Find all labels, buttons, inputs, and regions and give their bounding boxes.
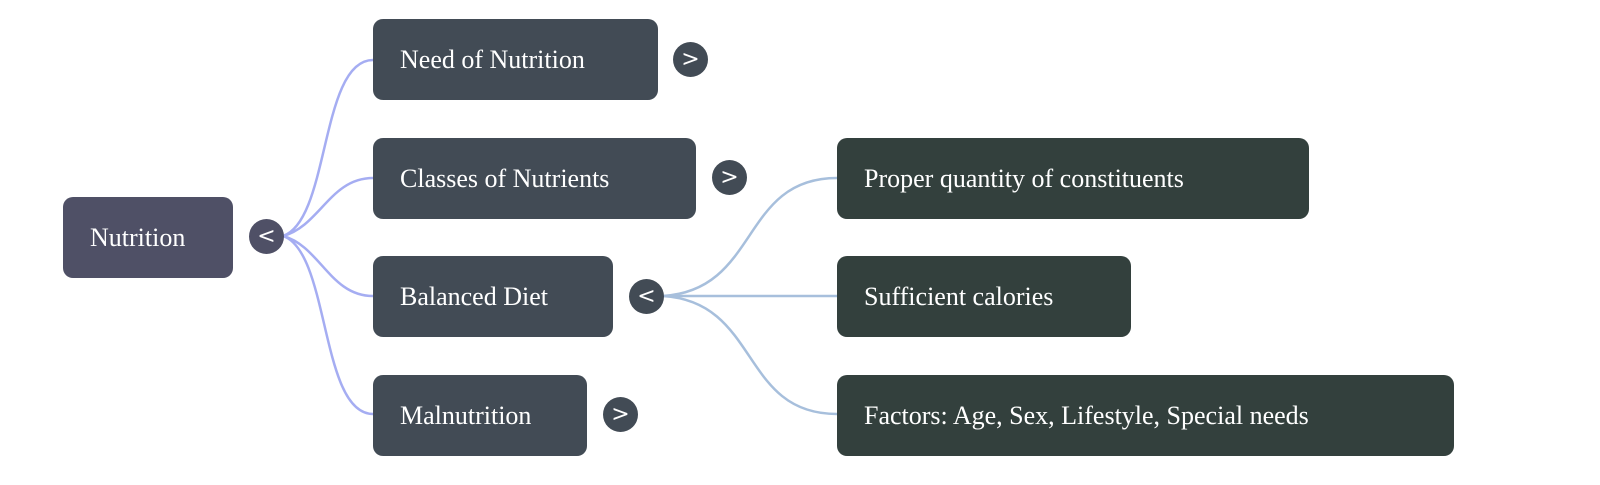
node-need-of-nutrition[interactable]: Need of Nutrition xyxy=(373,19,658,100)
edge-malnutrition xyxy=(282,234,374,416)
node-sufficient-calories[interactable]: Sufficient calories xyxy=(837,256,1131,337)
node-label: Sufficient calories xyxy=(864,281,1054,311)
expand-toggle-icon[interactable]: > xyxy=(712,160,747,195)
collapse-toggle-icon[interactable]: < xyxy=(249,219,284,254)
expand-toggle-icon[interactable]: > xyxy=(603,397,638,432)
node-label: Balanced Diet xyxy=(400,281,548,311)
edge-balanced-diet xyxy=(282,234,374,298)
node-proper-quantity[interactable]: Proper quantity of constituents xyxy=(837,138,1309,219)
collapse-toggle-icon[interactable]: < xyxy=(629,279,664,314)
node-label: Proper quantity of constituents xyxy=(864,163,1184,193)
node-malnutrition[interactable]: Malnutrition xyxy=(373,375,587,456)
node-factors[interactable]: Factors: Age, Sex, Lifestyle, Special ne… xyxy=(837,375,1454,456)
edge-classes-of-nutrients xyxy=(282,176,374,238)
node-label: Classes of Nutrients xyxy=(400,163,610,193)
node-label: Need of Nutrition xyxy=(400,44,585,74)
edge-need-of-nutrition xyxy=(282,58,374,238)
node-label: Nutrition xyxy=(90,222,186,252)
edge-proper-quantity xyxy=(662,176,838,298)
node-classes-of-nutrients[interactable]: Classes of Nutrients xyxy=(373,138,696,219)
expand-toggle-icon[interactable]: > xyxy=(673,42,708,77)
node-label: Malnutrition xyxy=(400,400,532,430)
root-node-nutrition[interactable]: Nutrition xyxy=(63,197,233,278)
edge-factors xyxy=(662,294,838,416)
node-label: Factors: Age, Sex, Lifestyle, Special ne… xyxy=(864,400,1309,430)
node-balanced-diet[interactable]: Balanced Diet xyxy=(373,256,613,337)
